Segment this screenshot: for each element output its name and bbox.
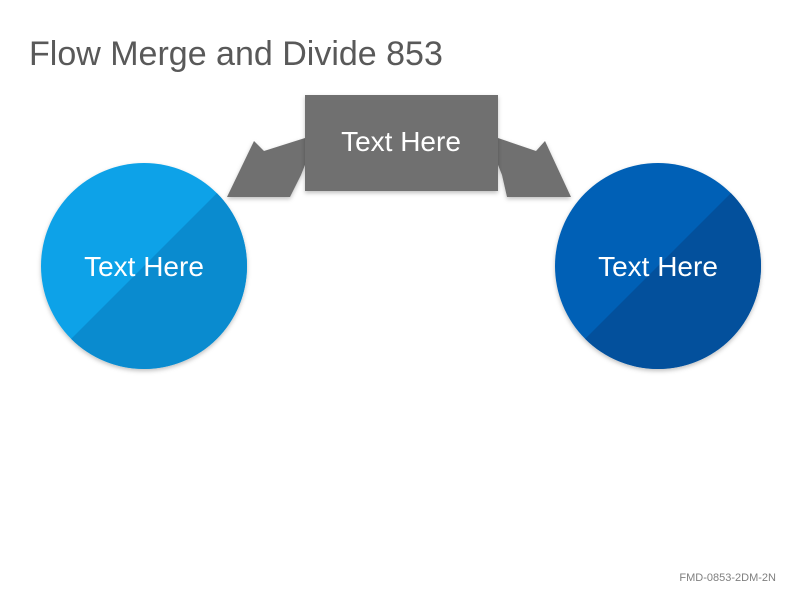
- right-circle-label: Text Here: [598, 251, 718, 282]
- left-arrow: [227, 138, 305, 197]
- right-arrow: [498, 138, 571, 197]
- footer-code: FMD-0853-2DM-2N: [679, 572, 776, 584]
- left-circle-shade: [41, 163, 247, 369]
- slide-title: Flow Merge and Divide 853: [29, 35, 443, 73]
- center-box: [305, 95, 498, 191]
- left-circle-label: Text Here: [84, 251, 204, 282]
- right-circle-shade: [555, 163, 761, 369]
- center-box-label: Text Here: [341, 126, 461, 157]
